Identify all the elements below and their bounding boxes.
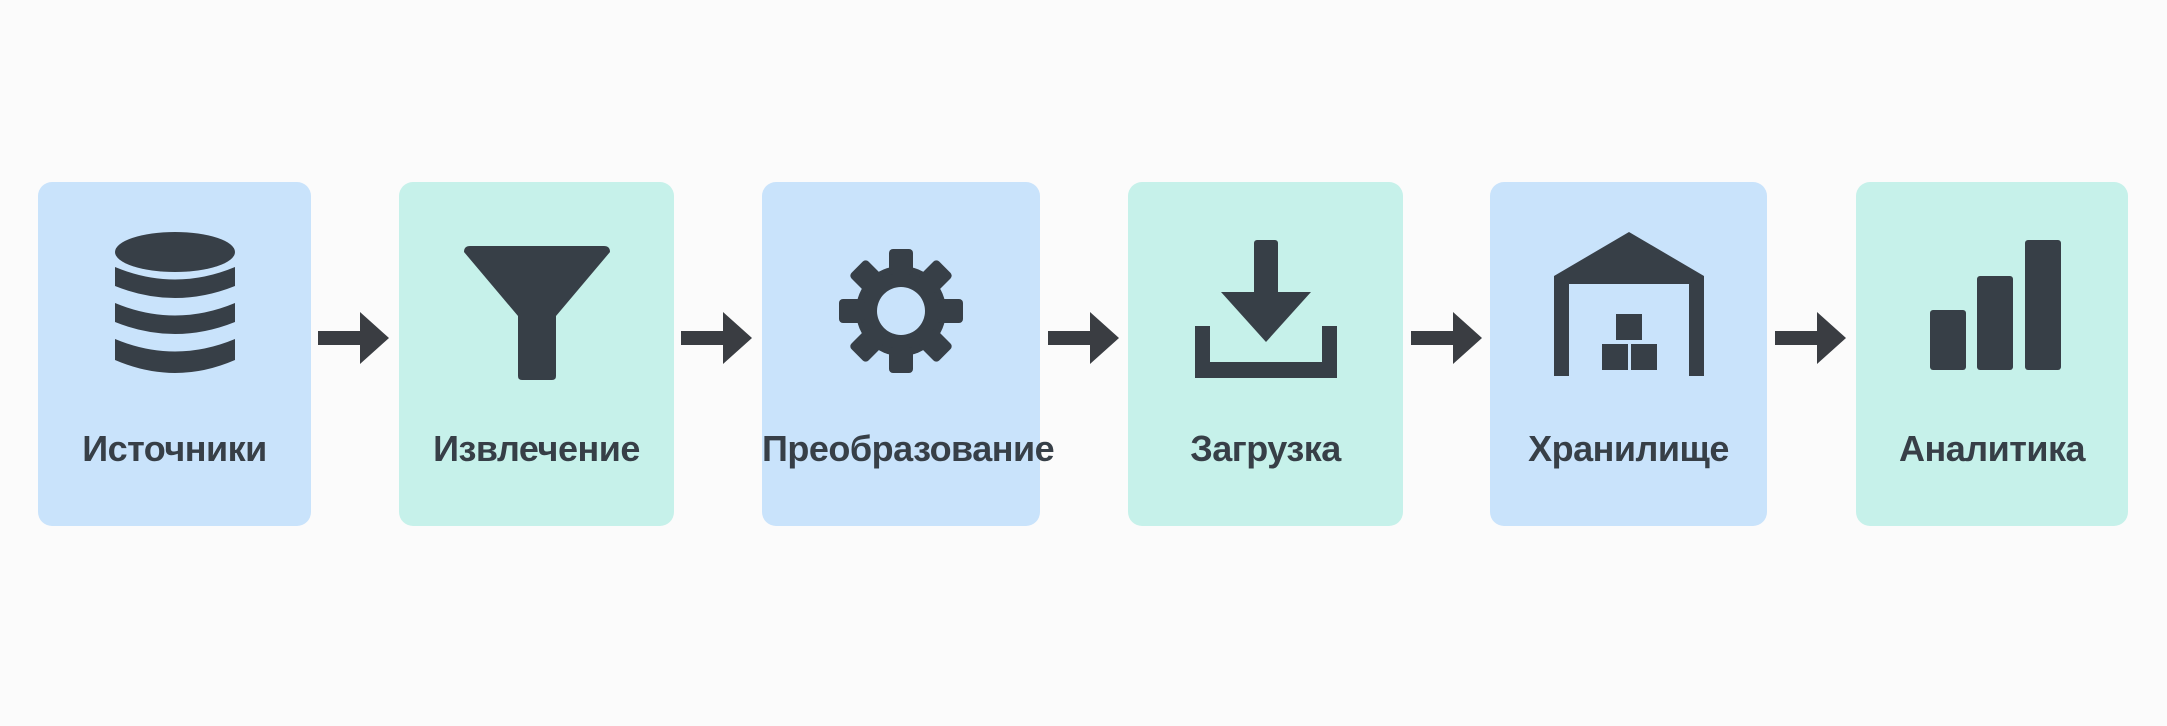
warehouse-icon	[1544, 226, 1714, 396]
stage-load: Загрузка	[1128, 182, 1403, 526]
stage-label: Извлечение	[433, 428, 640, 469]
stage-transform: Преобразование	[762, 182, 1055, 526]
gear-icon	[816, 226, 986, 396]
stage-label: Хранилище	[1528, 428, 1729, 469]
download-icon	[1181, 226, 1351, 396]
stage-sources: Источники	[38, 182, 311, 526]
stage-label: Аналитика	[1898, 428, 2086, 469]
stage-label: Загрузка	[1190, 428, 1341, 469]
bar-chart-icon	[1907, 226, 2077, 396]
flow-arrow	[1409, 306, 1487, 370]
stage-extract: Извлечение	[399, 182, 674, 526]
flow-arrow	[316, 306, 394, 370]
database-icon	[90, 226, 260, 396]
stage-label: Преобразование	[762, 428, 1055, 469]
flow-arrow	[679, 306, 757, 370]
stage-analytics: Аналитика	[1856, 182, 2128, 526]
flow-arrow	[1773, 306, 1851, 370]
stage-label: Источники	[82, 428, 267, 469]
flow-arrow	[1046, 306, 1124, 370]
stage-warehouse: Хранилище	[1490, 182, 1767, 526]
funnel-icon	[452, 226, 622, 396]
